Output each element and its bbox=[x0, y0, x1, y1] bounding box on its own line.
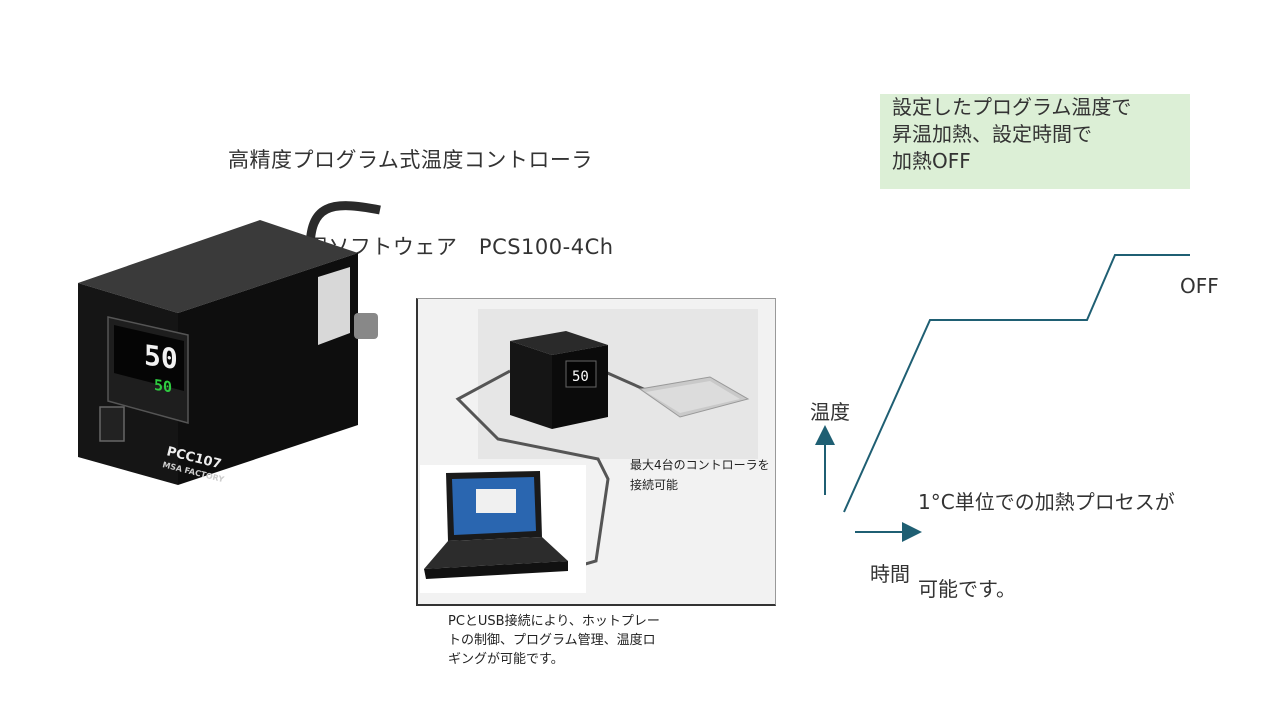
setup-controller-readout: 50 bbox=[572, 369, 589, 385]
profile-line bbox=[843, 254, 1190, 513]
setup-illustration: 50 最大4台のコントローラを 接続可能 bbox=[420, 309, 770, 593]
resolution-note: 1°C単位での加熱プロセスが 可能です。 bbox=[918, 430, 1175, 633]
setup-photo: 50 最大4台のコントローラを 接続可能 bbox=[416, 298, 776, 606]
callout-line-3: 加熱OFF bbox=[892, 149, 971, 173]
setup-caption-line-1: 最大4台のコントローラを bbox=[630, 457, 770, 472]
off-label: OFF bbox=[1180, 274, 1219, 298]
controller-device-image: 50 50 PCC107 MSA FACTORY bbox=[78, 201, 381, 485]
usb-caption-line-3: ギングが可能です。 bbox=[448, 652, 564, 667]
setup-caption-line-2: 接続可能 bbox=[630, 477, 678, 492]
y-axis-label: 温度 bbox=[810, 400, 850, 424]
resolution-note-line-2: 可能です。 bbox=[918, 577, 1016, 601]
usb-caption: PCとUSB接続により、ホットプレー トの制御、プログラム管理、温度ロ ギングが… bbox=[448, 612, 698, 669]
sv-readout: 50 bbox=[154, 376, 172, 396]
callout-line-1: 設定したプログラム温度で bbox=[892, 95, 1132, 119]
callout-box: 設定したプログラム温度で 昇温加熱、設定時間で 加熱OFF bbox=[880, 94, 1190, 189]
usb-caption-line-2: トの制御、プログラム管理、温度ロ bbox=[448, 633, 656, 648]
temperature-profile-diagram bbox=[815, 254, 1190, 542]
resolution-note-line-1: 1°C単位での加熱プロセスが bbox=[918, 490, 1175, 514]
pv-readout: 50 bbox=[144, 339, 178, 377]
callout-line-2: 昇温加熱、設定時間で bbox=[892, 122, 1092, 146]
usb-caption-line-1: PCとUSB接続により、ホットプレー bbox=[448, 614, 660, 629]
title-line-1: 高精度プログラム式温度コントローラ bbox=[228, 148, 593, 172]
x-axis-label: 時間 bbox=[870, 562, 910, 586]
